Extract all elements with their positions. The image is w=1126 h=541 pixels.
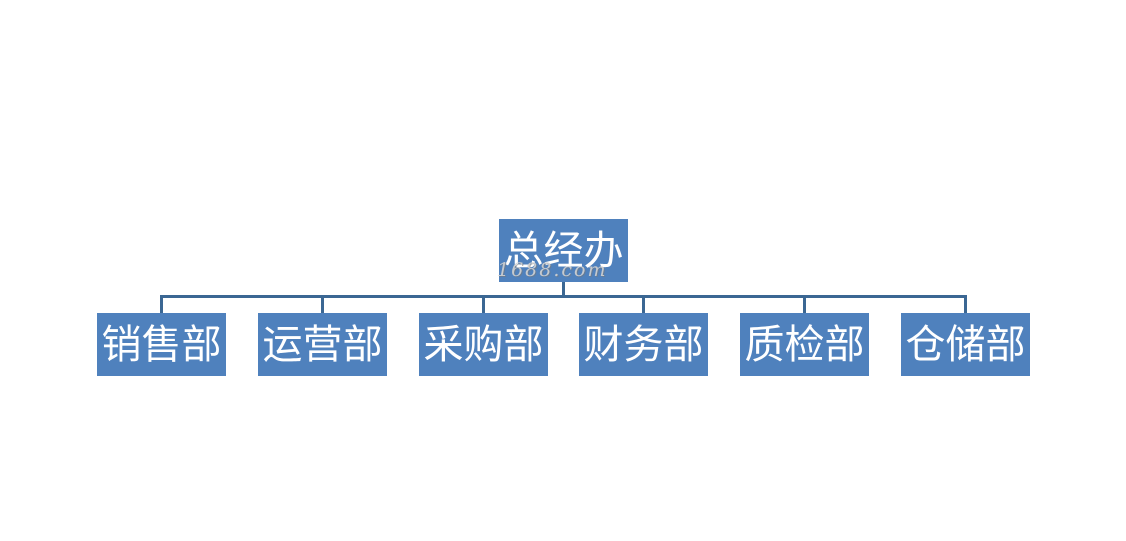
- child-connector-1: [160, 295, 163, 313]
- child-node-label: 运营部: [262, 321, 383, 368]
- child-node-label: 销售部: [101, 321, 222, 368]
- child-node-quality: 质检部: [740, 313, 869, 376]
- horizontal-connector-bar: [160, 295, 967, 298]
- child-node-warehouse: 仓储部: [901, 313, 1030, 376]
- child-node-label: 质检部: [744, 321, 865, 368]
- child-node-operations: 运营部: [258, 313, 387, 376]
- child-node-sales: 销售部: [97, 313, 226, 376]
- root-connector-stem: [562, 282, 565, 297]
- root-node: 总经办: [499, 219, 628, 282]
- child-node-label: 财务部: [583, 321, 704, 368]
- child-connector-5: [803, 295, 806, 313]
- child-node-label: 采购部: [423, 321, 544, 368]
- child-connector-3: [482, 295, 485, 313]
- child-connector-4: [642, 295, 645, 313]
- root-node-label: 总经办: [503, 227, 624, 274]
- child-node-finance: 财务部: [579, 313, 708, 376]
- child-connector-6: [964, 295, 967, 313]
- child-node-purchasing: 采购部: [419, 313, 548, 376]
- child-node-label: 仓储部: [905, 321, 1026, 368]
- child-connector-2: [321, 295, 324, 313]
